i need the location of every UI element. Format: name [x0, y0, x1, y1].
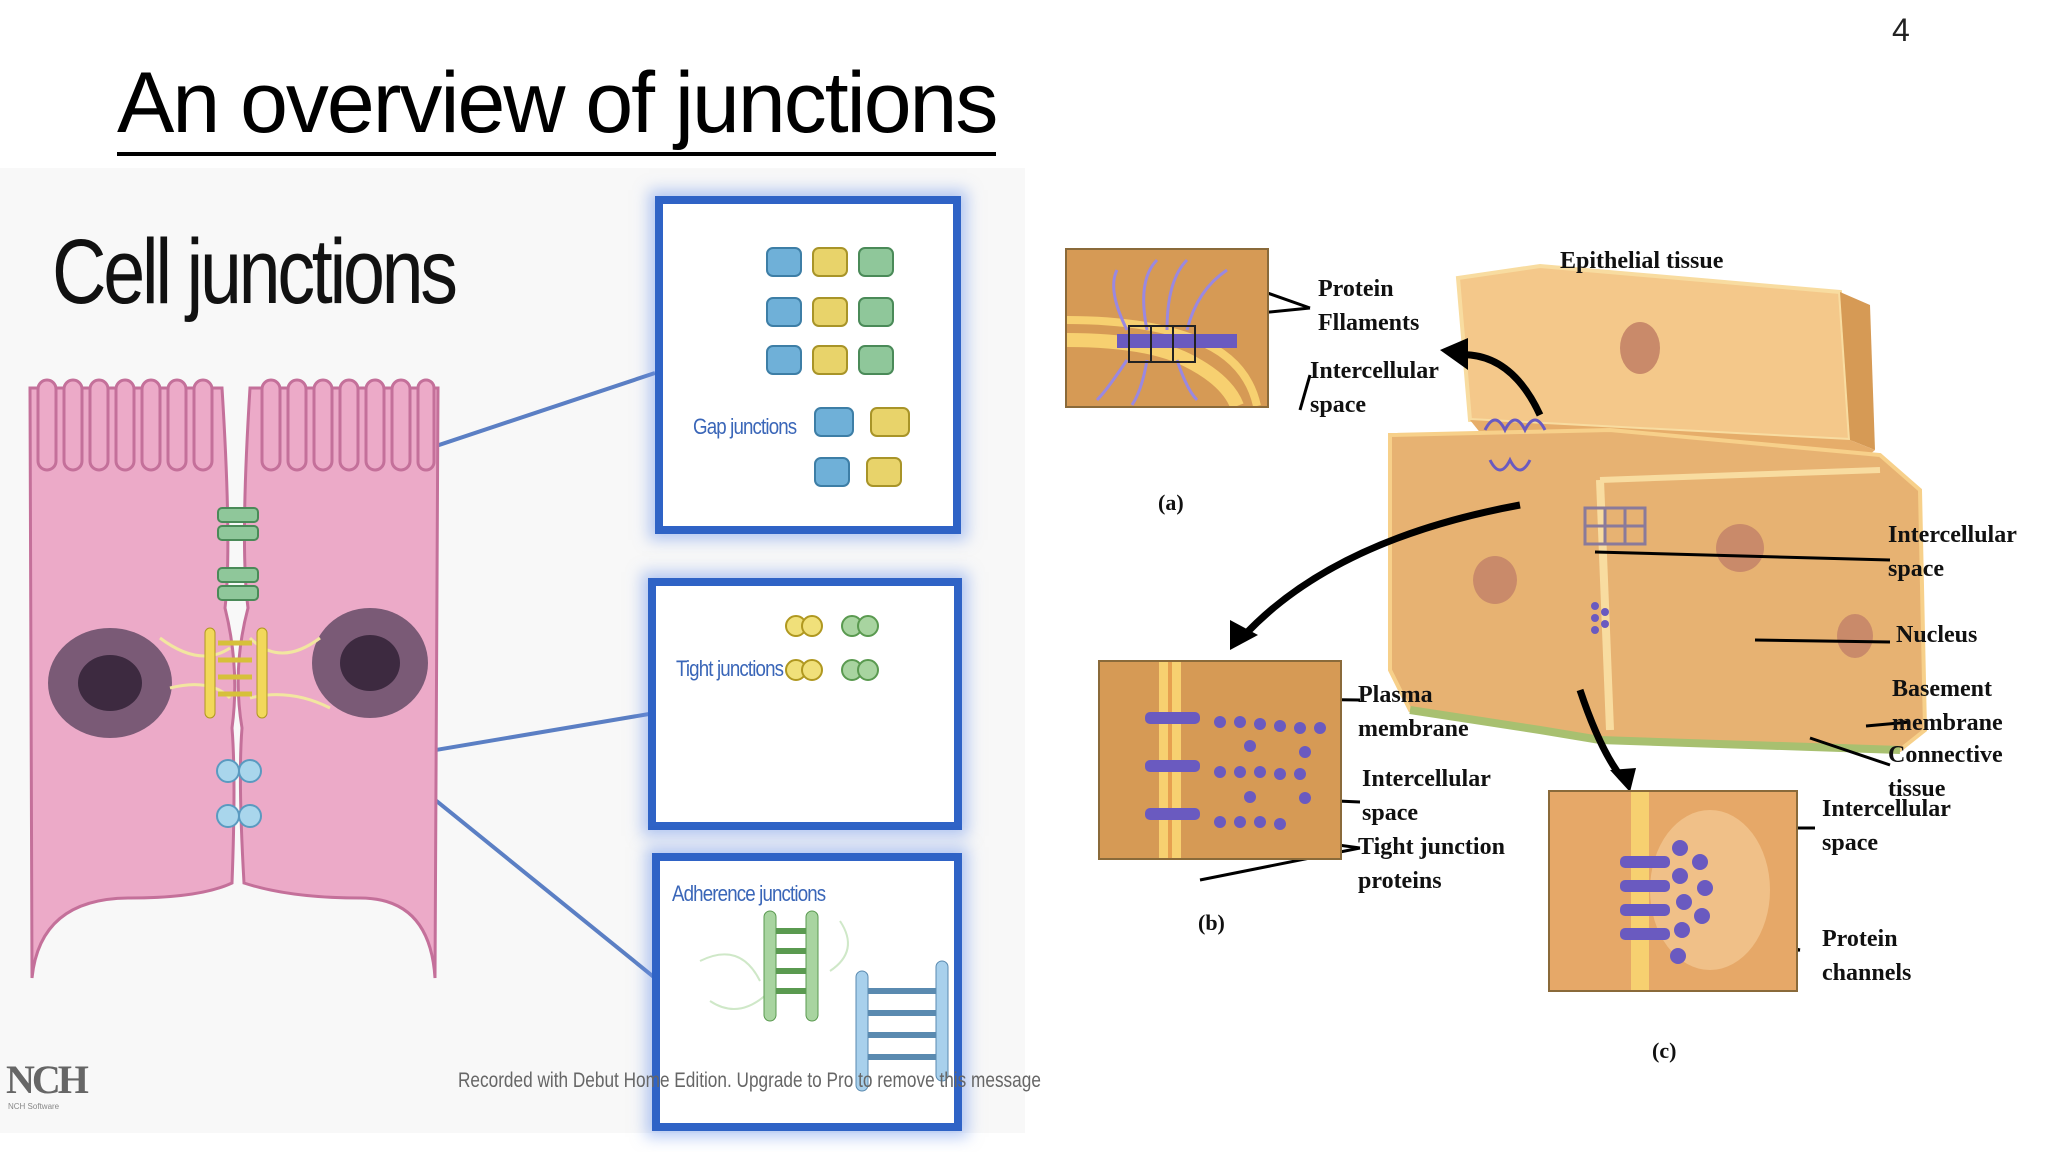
tight-junction-marker: [1583, 506, 1647, 546]
adherence-junctions-label: Adherence junctions: [672, 881, 826, 906]
cell-junctions-image: Cell junctions: [0, 168, 1041, 1133]
left-microvilli: [36, 378, 214, 472]
adherence-junctions-box: Adherence junctions: [652, 853, 962, 1131]
slide-title: An overview of junctions: [117, 60, 998, 156]
inset-c-gap-junction: [1548, 790, 1798, 992]
basement-membrane-label: Basement membrane: [1892, 676, 2003, 736]
inset-a-desmosome: [1065, 248, 1269, 408]
tight-junction-proteins: [785, 615, 879, 681]
cell-illustration: [28, 371, 657, 980]
nucleus-label: Nucleus: [1896, 622, 1978, 648]
connective-tissue-label: Connective tissue: [1888, 742, 2003, 802]
nucleus-left: [1473, 556, 1517, 604]
epithelial-tissue-illustration: [1199, 263, 1928, 962]
panel-b-tight-junction-label: Tight junction proteins: [1358, 834, 1505, 894]
nch-logo-subtitle: NCH Software: [8, 1102, 60, 1111]
panel-a-tag: (a): [1158, 490, 1184, 515]
panel-b-tag: (b): [1198, 910, 1225, 935]
nch-logo: NCH: [6, 1057, 89, 1102]
panel-a-intercellular-label: Intercellular space: [1310, 358, 1439, 418]
gap-junctions-box: Gap junctions: [655, 196, 961, 534]
panel-b-plasma-membrane-label: Plasma membrane: [1358, 682, 1469, 742]
panel-c-tag: (c): [1652, 1038, 1677, 1063]
side-intercellular-label: Intercellular space: [1888, 522, 2017, 582]
adherence-junction-filaments: [699, 910, 949, 1092]
nucleus-top: [1620, 322, 1660, 374]
epithelial-tissue-label: Epithelial tissue: [1560, 248, 1724, 274]
cell-junctions-heading: Cell junctions: [52, 221, 458, 323]
gap-junction-markers: [217, 507, 259, 601]
tight-junctions-label: Tight junctions: [676, 656, 784, 681]
panel-a-protein-label: Protein Fllaments: [1318, 276, 1420, 336]
gap-junction-channels: [766, 247, 910, 487]
nucleus-front: [1837, 614, 1873, 658]
gap-junction-marker: [1591, 602, 1609, 634]
tight-junction-markers: [216, 759, 262, 828]
panel-b-intercellular-label: Intercellular space: [1362, 766, 1491, 826]
panel-c-intercellular-label: Intercellular space: [1822, 796, 1951, 856]
gap-junctions-label: Gap junctions: [693, 414, 797, 439]
epithelial-junction-figure: (a) (b) (c) Epith: [1040, 230, 2048, 1100]
tight-junctions-box: Tight junctions: [648, 578, 962, 830]
slide-number: 4: [1892, 12, 1910, 48]
inset-b-tight-junction: [1098, 660, 1342, 860]
recording-watermark: Recorded with Debut Home Edition. Upgrad…: [458, 1069, 1041, 1092]
panel-c-protein-channels-label: Protein channels: [1822, 926, 1912, 986]
nucleus-right: [1716, 524, 1764, 572]
right-microvilli: [260, 378, 436, 472]
